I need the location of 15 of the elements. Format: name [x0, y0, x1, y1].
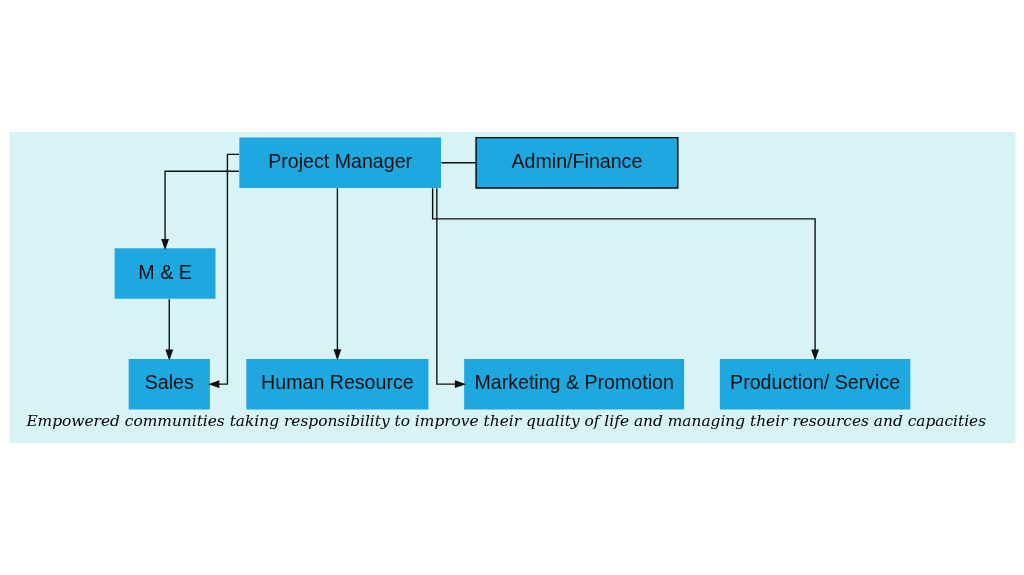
- arrow: [431, 187, 819, 361]
- arrow: [332, 187, 341, 361]
- node-box: Sales: [128, 358, 210, 410]
- node-box: Human Resource: [245, 358, 428, 410]
- node-box: Admin/Finance: [474, 136, 678, 189]
- arrow: [435, 187, 466, 389]
- connector: [440, 162, 477, 164]
- arrow: [207, 153, 240, 389]
- node-box: Project Manager: [238, 137, 441, 189]
- caption: Empowered communities taking responsibility to improve their quality of life and managing their resources and capacities: [25, 411, 986, 430]
- node-box: Marketing & Promotion: [463, 358, 684, 410]
- arrow: [164, 298, 173, 361]
- node-box: M & E: [114, 248, 215, 299]
- node-box: Production/ Service: [719, 358, 910, 410]
- arrow: [160, 170, 240, 251]
